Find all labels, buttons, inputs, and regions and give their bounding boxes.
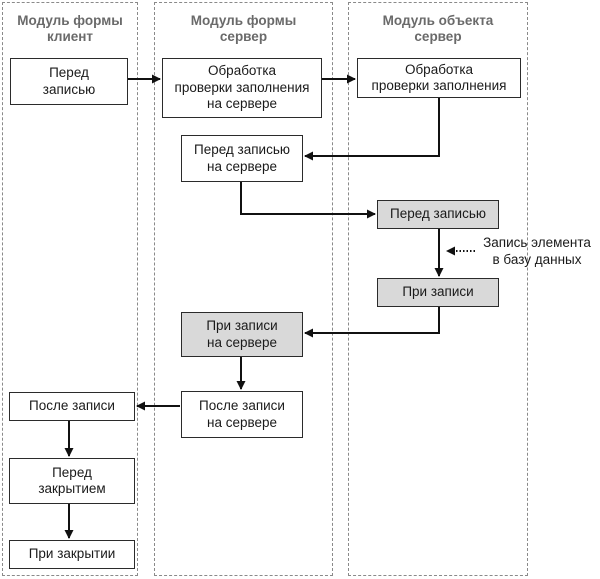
lane-form-client: Модуль формы клиент [2,2,138,576]
node-on-write-object: При записи [377,278,499,307]
arrow-on-write-to-server [304,307,440,338]
lane-title-form-client: Модуль формы клиент [3,13,137,45]
node-on-close: При закрытии [9,540,135,569]
node-before-write-object: Перед записью [377,200,499,229]
node-label: При закрытии [28,546,116,562]
lane-title-line-2: сервер [219,29,268,44]
node-label: Перед записью [389,206,487,222]
node-fill-check-form-server: Обработка проверки заполнения на сервере [162,58,322,118]
node-label: Обработка проверки заполнения [371,61,507,94]
lane-title-line-1: Модуль формы [190,13,297,28]
node-on-write-at-server: При записи на сервере [181,312,303,357]
node-label: Обработка проверки заполнения на сервере [174,63,310,112]
annotation-label: Запись элемента в базу данных [483,235,591,267]
node-label: При записи [402,284,474,300]
node-label: Перед закрытием [38,464,106,497]
lane-form-server: Модуль формы сервер [154,2,333,576]
node-label: После записи на сервере [199,398,285,430]
node-before-close: Перед закрытием [9,458,135,504]
lane-title-form-server: Модуль формы сервер [155,13,332,45]
lane-title-line-2: сервер [414,29,462,44]
lane-title-line-1: Модуль формы [17,13,123,28]
arrow-object-check-to-before-write-server [304,98,440,161]
node-fill-check-object: Обработка проверки заполнения [357,58,521,98]
node-label: Перед записью [42,65,96,97]
node-after-write-at-server: После записи на сервере [181,391,303,438]
node-before-write-at-server: Перед записью на сервере [181,135,303,182]
node-after-write-client: После записи [9,392,135,421]
lane-title-object-server: Модуль объекта сервер [349,13,527,45]
node-label: После записи [29,398,115,414]
annotation-db-write: Запись элемента в базу данных [474,235,600,268]
lane-title-line-1: Модуль объекта [382,13,494,28]
arrow-before-write-server-to-object [240,182,376,219]
node-before-write-client: Перед записью [10,58,128,105]
lane-title-line-2: клиент [46,29,94,44]
node-label: При записи на сервере [206,318,278,350]
node-label: Перед записью на сервере [193,142,291,174]
lane-object-server: Модуль объекта сервер [348,2,528,576]
